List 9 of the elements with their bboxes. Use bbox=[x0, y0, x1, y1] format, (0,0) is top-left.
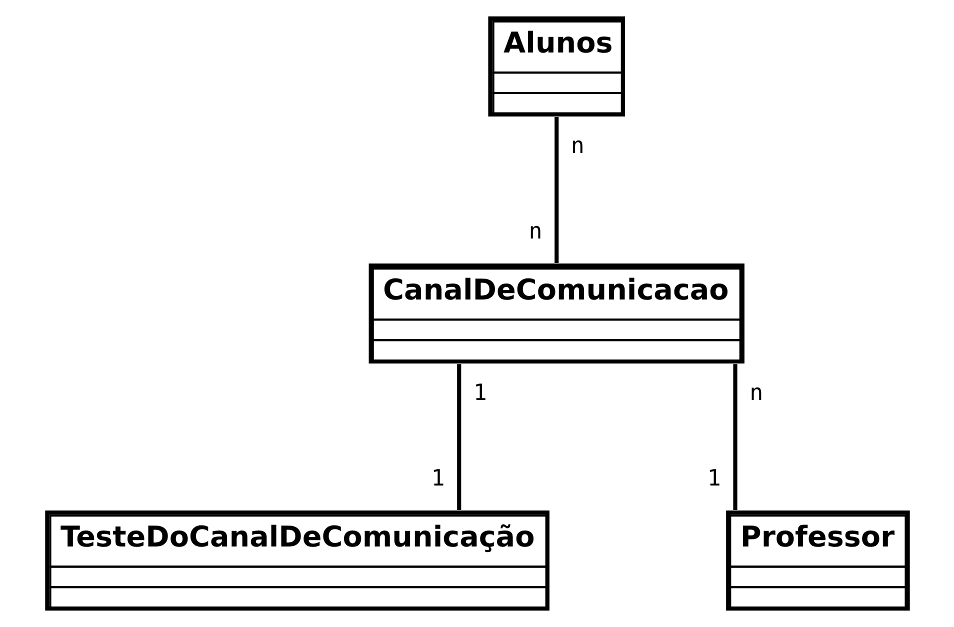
label: 1 bbox=[472, 380, 486, 406]
connector bbox=[732, 364, 737, 510]
label: n bbox=[528, 218, 542, 245]
label: 1 bbox=[706, 466, 720, 492]
label: n bbox=[749, 380, 763, 406]
connector bbox=[554, 117, 558, 263]
connector bbox=[456, 364, 461, 510]
label: 1 bbox=[430, 466, 444, 492]
label: n bbox=[570, 132, 584, 159]
